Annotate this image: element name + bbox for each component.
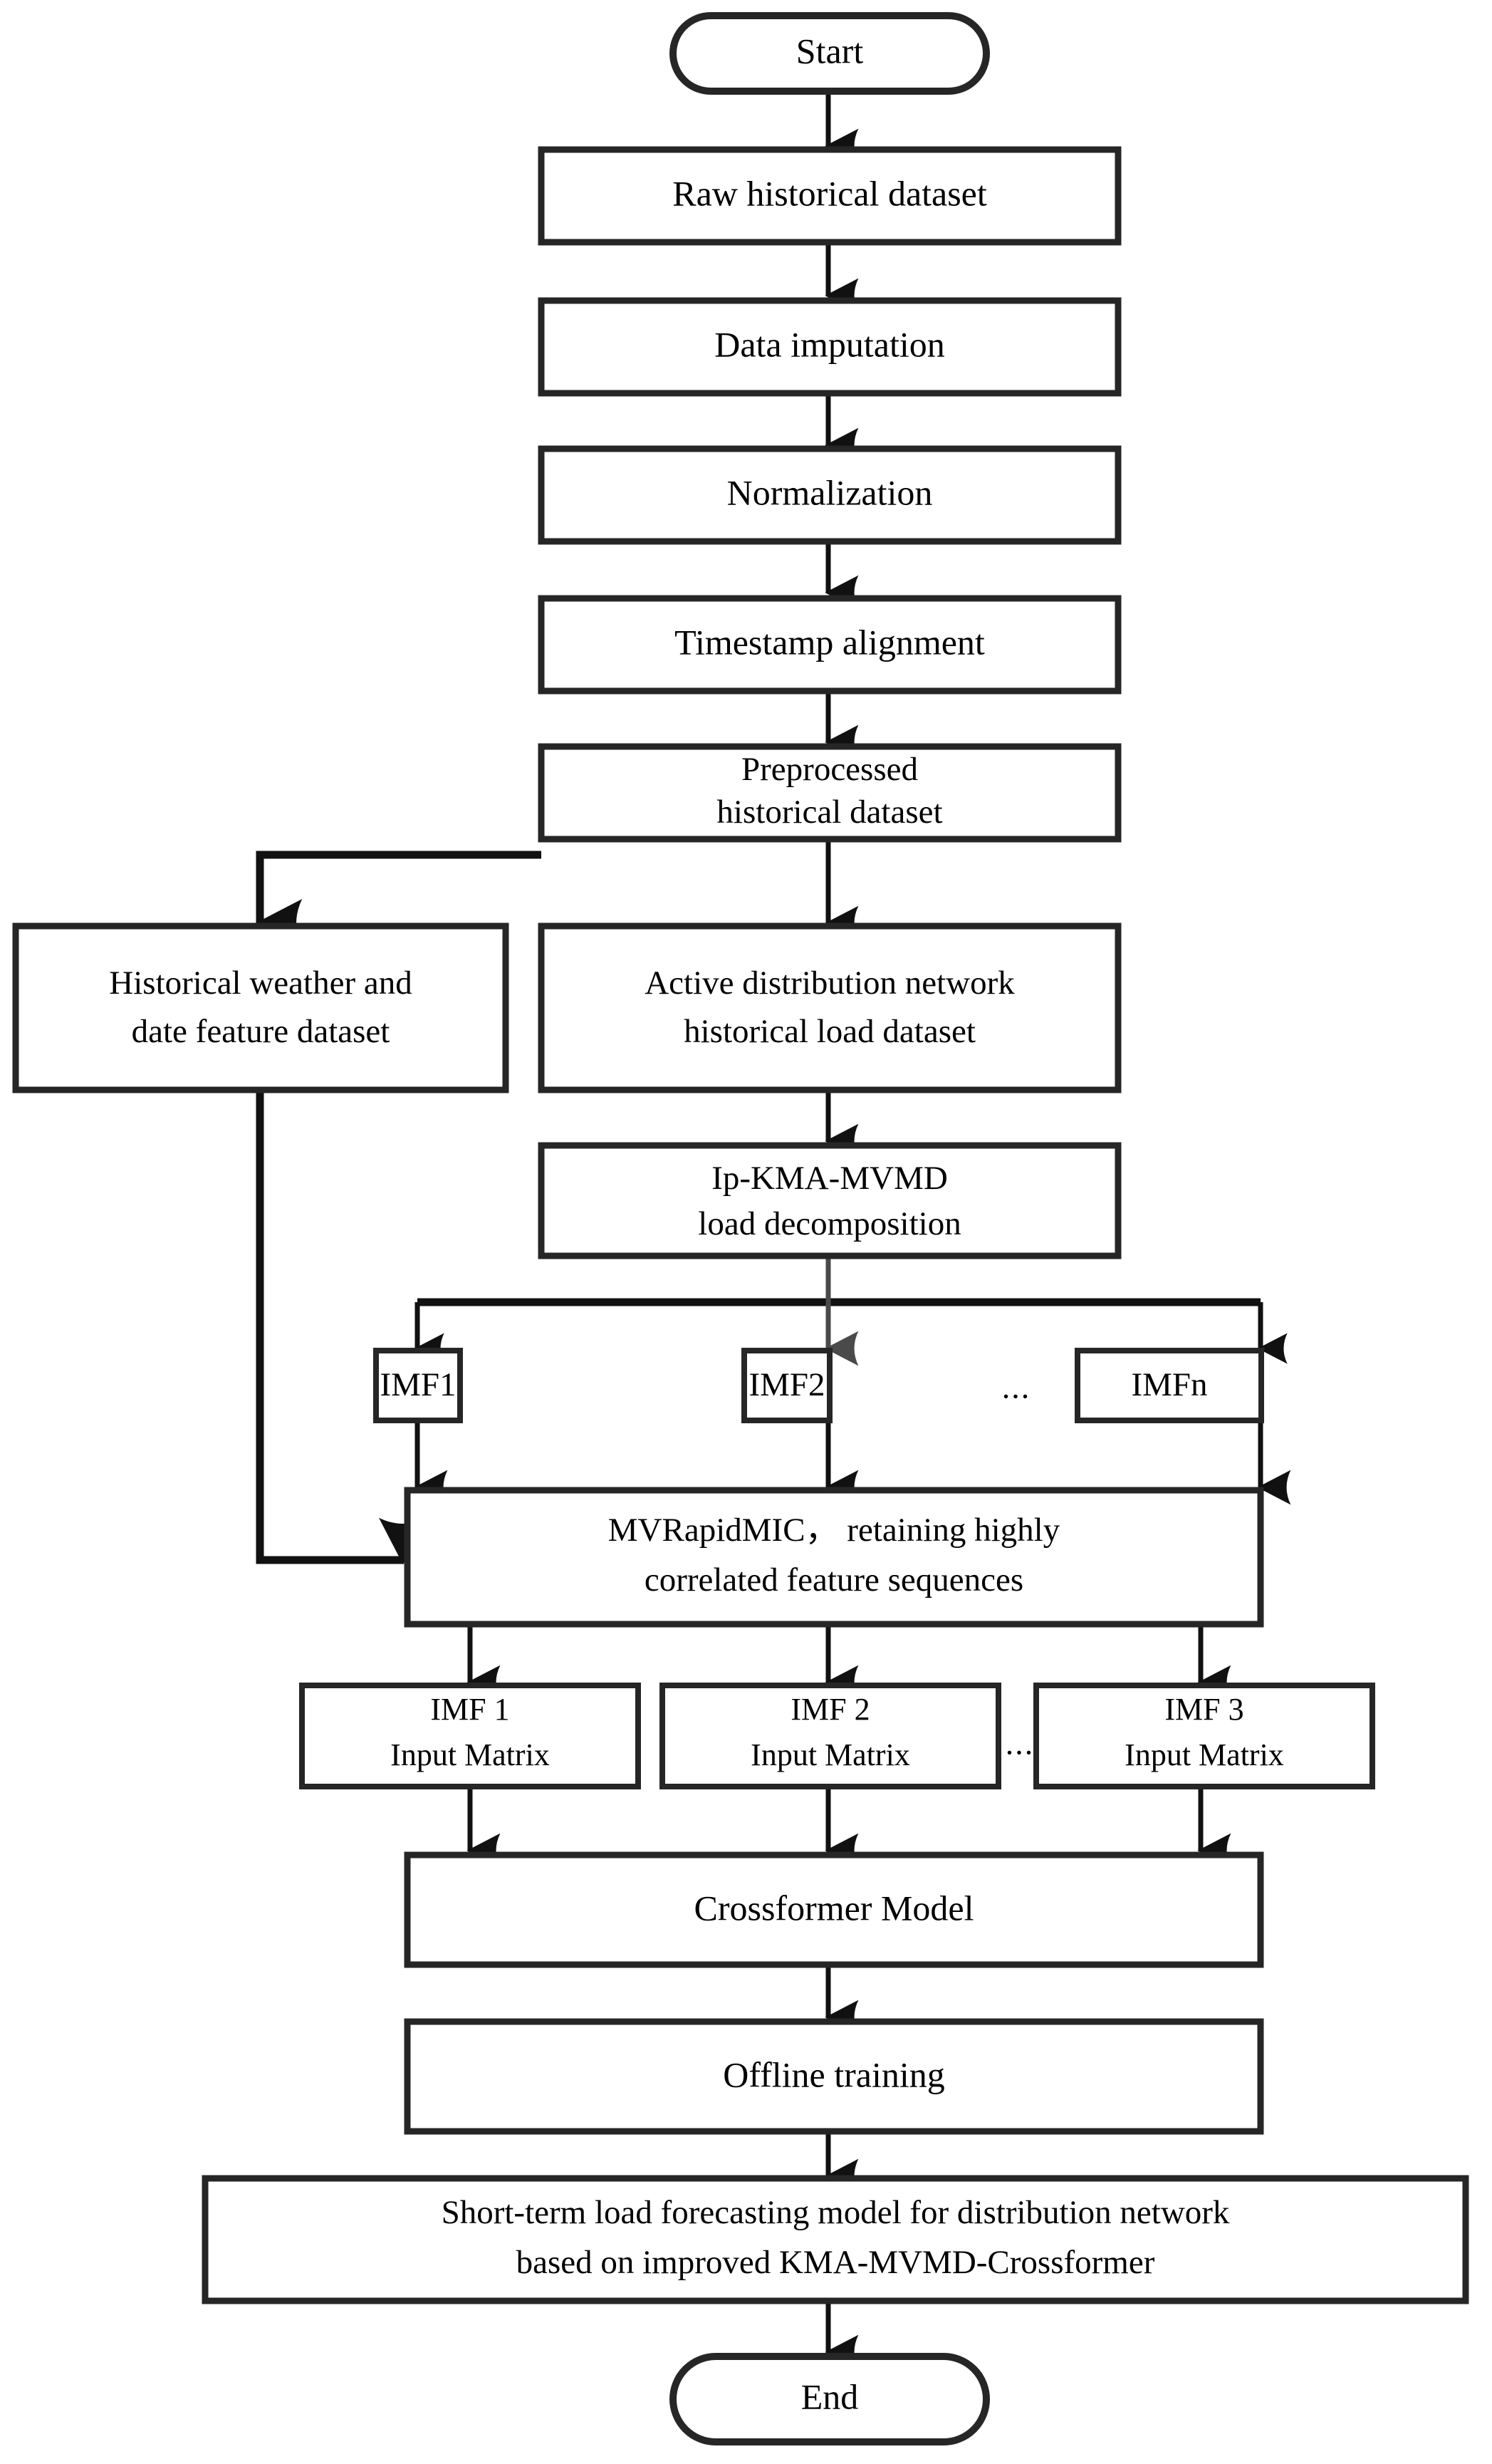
node-imf1[interactable]: IMF1 <box>373 1348 463 1423</box>
node-imf2-matrix-line1: IMF 2 <box>791 1692 870 1727</box>
node-mvrapidmic-line1: MVRapidMIC， retaining highly <box>608 1512 1060 1549</box>
node-data-imputation[interactable]: Data imputation <box>538 297 1122 397</box>
node-preprocessed[interactable]: Preprocessed historical dataset <box>538 743 1122 843</box>
node-mvrapidmic-line2: correlated feature sequences <box>645 1561 1023 1599</box>
node-preprocessed-line2: historical dataset <box>716 794 942 831</box>
node-imf2-matrix-line2: Input Matrix <box>751 1737 910 1772</box>
node-decomposition-line1: Ip-KMA-MVMD <box>711 1160 948 1197</box>
node-decomposition[interactable]: Ip-KMA-MVMD load decomposition <box>538 1142 1122 1259</box>
node-load-dataset-line1: Active distribution network <box>645 965 1015 1002</box>
node-end[interactable]: End <box>669 2353 990 2445</box>
node-weather-dataset-line1: Historical weather and <box>109 965 412 1002</box>
node-start[interactable]: Start <box>669 12 990 95</box>
node-timestamp-alignment[interactable]: Timestamp alignment <box>538 595 1122 695</box>
node-offline-training-label: Offline training <box>723 2054 945 2094</box>
node-imf1-label: IMF1 <box>380 1366 456 1403</box>
node-imfn[interactable]: IMFn <box>1075 1348 1264 1423</box>
node-crossformer[interactable]: Crossformer Model <box>404 1851 1264 1968</box>
node-imfn-label: IMFn <box>1131 1366 1207 1403</box>
node-imf3-matrix-line1: IMF 3 <box>1164 1692 1243 1727</box>
node-final-model-line2: based on improved KMA-MVMD-Crossformer <box>516 2244 1155 2281</box>
node-load-dataset-line2: historical load dataset <box>684 1013 976 1050</box>
edge-preprocessed-to-weather <box>255 851 541 948</box>
node-normalization-label: Normalization <box>727 472 933 512</box>
node-end-label: End <box>801 2376 859 2416</box>
node-weather-dataset[interactable]: Historical weather and date feature data… <box>12 922 509 1093</box>
node-crossformer-label: Crossformer Model <box>694 1888 974 1928</box>
node-imf1-matrix-line2: Input Matrix <box>390 1737 550 1772</box>
node-start-label: Start <box>796 31 864 71</box>
node-weather-dataset-line2: date feature dataset <box>132 1013 390 1050</box>
node-final-model-line1: Short-term load forecasting model for di… <box>442 2194 1230 2231</box>
node-offline-training[interactable]: Offline training <box>404 2018 1264 2135</box>
connector-layer <box>255 91 1291 2370</box>
node-imf2-label: IMF2 <box>748 1366 825 1403</box>
imf-ellipsis: ... <box>1002 1369 1031 1405</box>
node-imf3-matrix[interactable]: IMF 3 Input Matrix <box>1033 1683 1375 1789</box>
node-load-dataset[interactable]: Active distribution network historical l… <box>538 922 1122 1093</box>
edge-weather-to-mic <box>256 1090 428 1565</box>
node-raw-dataset[interactable]: Raw historical dataset <box>538 146 1122 246</box>
matrix-ellipsis: ... <box>1006 1725 1035 1762</box>
node-imf1-matrix[interactable]: IMF 1 Input Matrix <box>299 1683 641 1789</box>
node-imf2[interactable]: IMF2 <box>741 1348 833 1423</box>
node-imf1-matrix-line1: IMF 1 <box>430 1692 509 1727</box>
node-decomposition-line2: load decomposition <box>698 1205 961 1242</box>
node-imf3-matrix-line2: Input Matrix <box>1125 1737 1284 1772</box>
node-normalization[interactable]: Normalization <box>538 445 1122 545</box>
node-raw-dataset-label: Raw historical dataset <box>672 173 987 213</box>
node-imf2-matrix[interactable]: IMF 2 Input Matrix <box>659 1683 1001 1789</box>
node-timestamp-alignment-label: Timestamp alignment <box>674 622 985 662</box>
node-data-imputation-label: Data imputation <box>714 324 945 364</box>
node-final-model[interactable]: Short-term load forecasting model for di… <box>202 2175 1469 2304</box>
node-preprocessed-line1: Preprocessed <box>741 751 918 788</box>
node-mvrapidmic[interactable]: MVRapidMIC， retaining highly correlated … <box>404 1487 1264 1628</box>
